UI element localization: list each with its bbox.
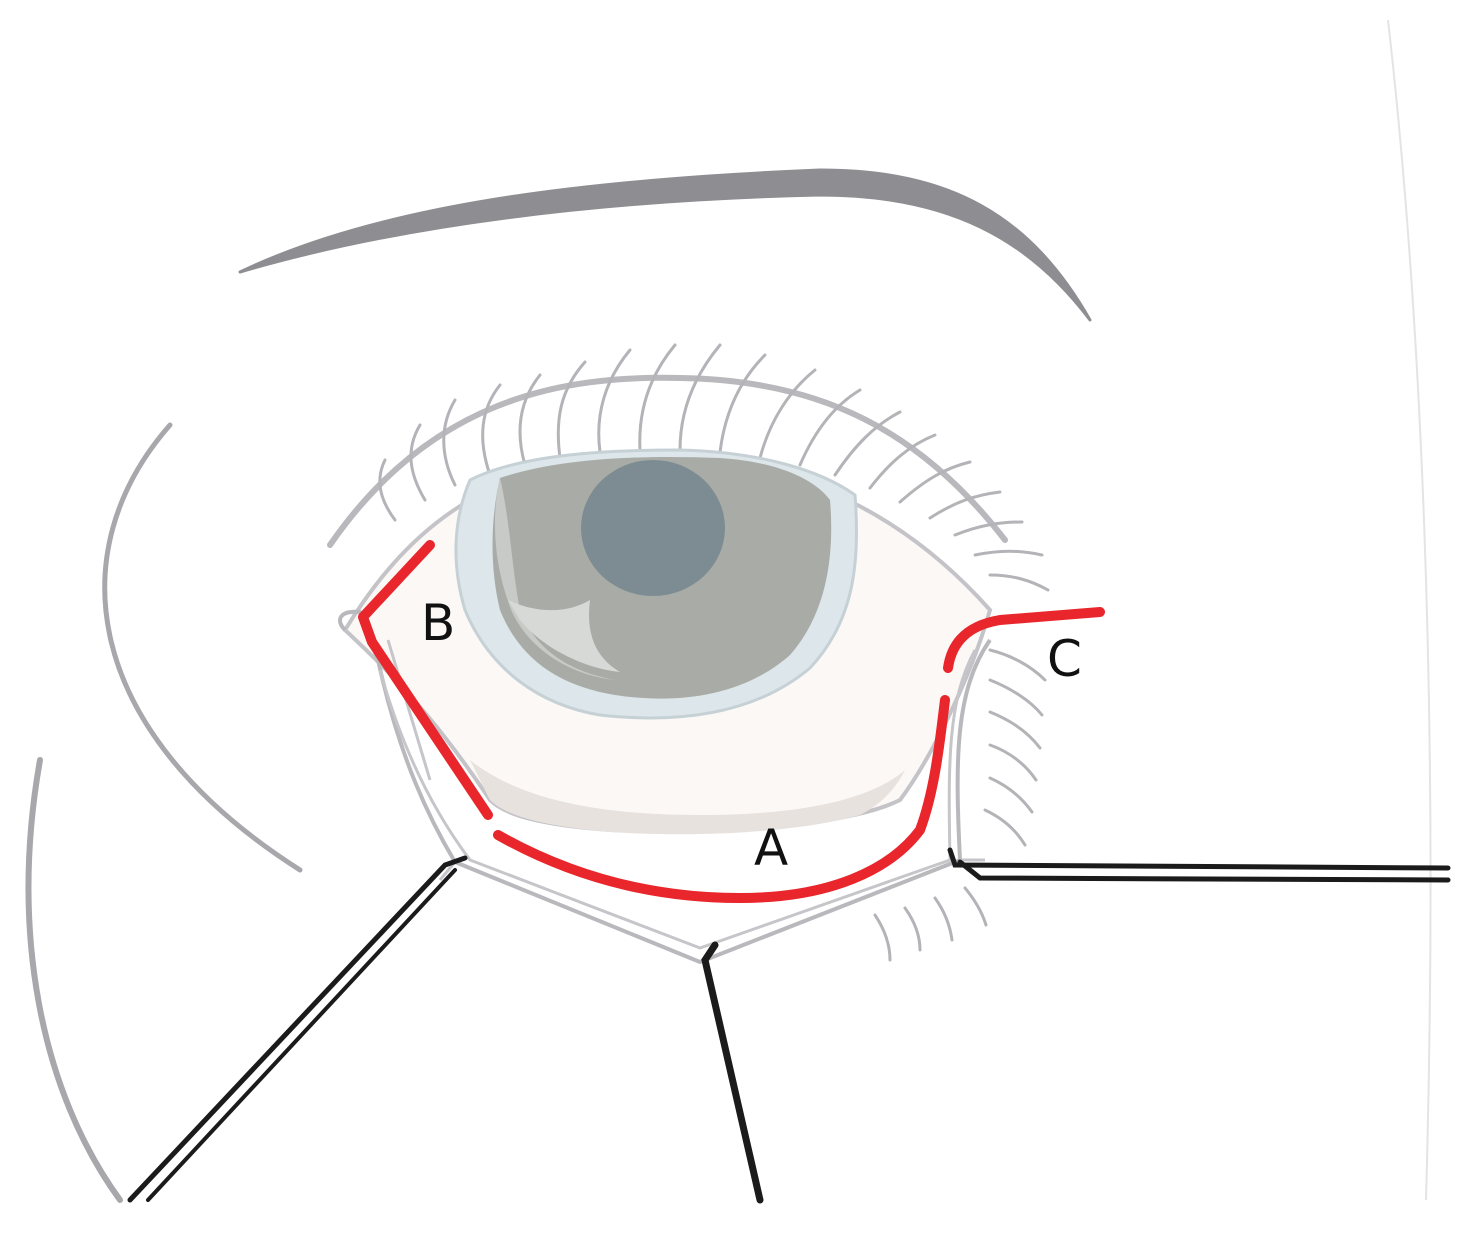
iris-highlight — [508, 600, 620, 672]
cheek-contour — [25, 757, 123, 1203]
incision-line-a — [493, 695, 950, 904]
orbital-contour-upper — [102, 422, 303, 873]
incision-line-c — [943, 607, 1105, 673]
lower-lid-flap-inner — [378, 649, 977, 950]
iris-reflection — [494, 478, 615, 680]
pupil — [581, 460, 725, 596]
label-a: A — [754, 819, 788, 877]
eyebrow — [238, 168, 1092, 322]
incision-line-b — [358, 540, 493, 820]
retractor-left — [127, 855, 468, 1203]
upper-lid-crease — [327, 374, 1008, 548]
face-edge-right — [1387, 19, 1432, 1201]
sclera-shadow — [470, 760, 905, 835]
label-b: B — [421, 594, 455, 652]
lower-eyelashes — [873, 648, 1047, 962]
retractor-bottom — [701, 941, 764, 1204]
upper-eyelashes — [378, 343, 1050, 592]
lower-lid-flap-outline — [338, 609, 992, 964]
label-c: C — [1047, 630, 1082, 688]
retractor-right — [947, 847, 1451, 883]
